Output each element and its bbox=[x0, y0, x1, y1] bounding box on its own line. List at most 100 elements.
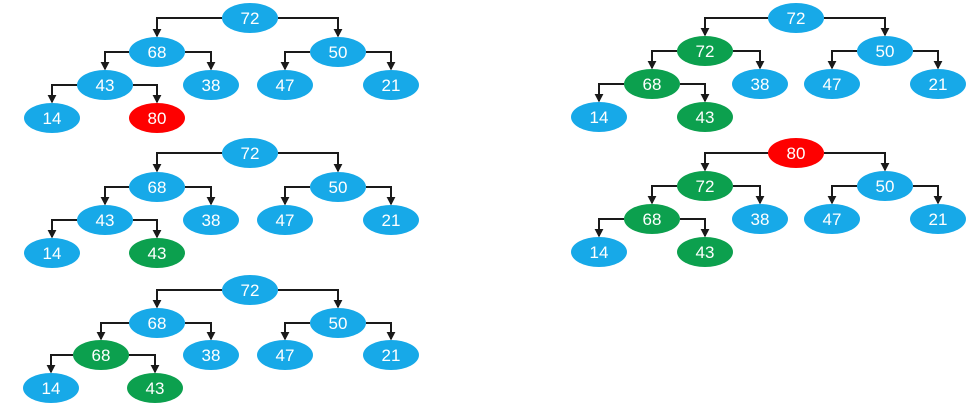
tree-node[interactable]: 72 bbox=[677, 36, 733, 66]
edge-arrowhead-icon bbox=[152, 230, 162, 239]
node-ellipse-blue bbox=[910, 204, 966, 234]
tree-edge bbox=[133, 219, 158, 237]
tree-node[interactable]: 72 bbox=[768, 3, 824, 33]
tree-node[interactable]: 68 bbox=[73, 340, 129, 370]
edge-arrowhead-icon bbox=[152, 300, 162, 309]
tree-node[interactable]: 50 bbox=[310, 172, 366, 202]
tree-node[interactable]: 43 bbox=[677, 102, 733, 132]
tree-node[interactable]: 68 bbox=[129, 172, 185, 202]
tree-node[interactable]: 72 bbox=[222, 3, 278, 33]
tree-node[interactable]: 21 bbox=[910, 69, 966, 99]
tree-node[interactable]: 68 bbox=[129, 308, 185, 338]
edge-arrowhead-icon bbox=[280, 332, 290, 341]
tree-edges-tree-4 bbox=[594, 17, 943, 103]
edge-arrowhead-icon bbox=[647, 61, 657, 70]
tree-edge bbox=[284, 322, 310, 339]
tree-node[interactable]: 21 bbox=[363, 340, 419, 370]
tree-edge bbox=[704, 17, 768, 35]
tree-node[interactable]: 14 bbox=[571, 237, 627, 267]
tree-edges-tree-2 bbox=[47, 152, 396, 239]
node-label: 38 bbox=[751, 210, 770, 229]
edge-arrowhead-icon bbox=[386, 197, 396, 206]
tree-node[interactable]: 68 bbox=[129, 37, 185, 67]
edge-arrowhead-icon bbox=[206, 62, 216, 71]
node-ellipse-blue bbox=[23, 373, 79, 403]
edge-arrowhead-icon bbox=[333, 164, 343, 173]
node-ellipse-green bbox=[677, 36, 733, 66]
tree-node[interactable]: 14 bbox=[23, 373, 79, 403]
tree-edge bbox=[104, 51, 129, 69]
edge-arrowhead-icon bbox=[880, 28, 890, 37]
tree-node[interactable]: 50 bbox=[310, 308, 366, 338]
tree-edge bbox=[680, 83, 706, 101]
node-label: 50 bbox=[329, 43, 348, 62]
node-ellipse-green bbox=[624, 204, 680, 234]
node-ellipse-blue bbox=[257, 205, 313, 235]
tree-node[interactable]: 21 bbox=[363, 70, 419, 100]
tree-edge bbox=[50, 354, 73, 372]
tree-node[interactable]: 21 bbox=[363, 205, 419, 235]
tree-node[interactable]: 43 bbox=[129, 238, 185, 268]
tree-node[interactable]: 47 bbox=[257, 70, 313, 100]
tree-node[interactable]: 72 bbox=[222, 275, 278, 305]
tree-node[interactable]: 47 bbox=[804, 204, 860, 234]
edge-arrowhead-icon bbox=[700, 163, 710, 172]
node-label: 14 bbox=[590, 108, 609, 127]
tree-node[interactable]: 38 bbox=[183, 70, 239, 100]
tree-node[interactable]: 47 bbox=[804, 69, 860, 99]
tree-node[interactable]: 80 bbox=[129, 103, 185, 133]
tree-node[interactable]: 47 bbox=[257, 205, 313, 235]
tree-node[interactable]: 43 bbox=[127, 373, 183, 403]
tree-edges-tree-1 bbox=[47, 17, 396, 104]
edge-arrowhead-icon bbox=[700, 94, 710, 103]
edge-arrowhead-icon bbox=[47, 95, 57, 104]
tree-node[interactable]: 14 bbox=[24, 238, 80, 268]
tree-node[interactable]: 80 bbox=[768, 138, 824, 168]
node-ellipse-blue bbox=[571, 102, 627, 132]
tree-node[interactable]: 43 bbox=[77, 205, 133, 235]
tree-edge bbox=[831, 185, 857, 203]
node-ellipse-blue bbox=[24, 103, 80, 133]
node-ellipse-blue bbox=[857, 36, 913, 66]
tree-node[interactable]: 47 bbox=[257, 340, 313, 370]
tree-node[interactable]: 38 bbox=[732, 204, 788, 234]
tree-node[interactable]: 72 bbox=[222, 138, 278, 168]
tree-node[interactable]: 38 bbox=[183, 340, 239, 370]
node-ellipse-green bbox=[677, 237, 733, 267]
node-ellipse-blue bbox=[857, 171, 913, 201]
node-ellipse-blue bbox=[222, 138, 278, 168]
edge-arrowhead-icon bbox=[594, 229, 604, 238]
node-label: 47 bbox=[276, 346, 295, 365]
tree-node[interactable]: 38 bbox=[732, 69, 788, 99]
tree-node[interactable]: 50 bbox=[857, 171, 913, 201]
tree-node[interactable]: 50 bbox=[310, 37, 366, 67]
tree-node[interactable]: 43 bbox=[77, 70, 133, 100]
node-label: 68 bbox=[92, 346, 111, 365]
node-label: 21 bbox=[382, 76, 401, 95]
edge-arrowhead-icon bbox=[386, 62, 396, 71]
tree-node[interactable]: 38 bbox=[183, 205, 239, 235]
node-label: 72 bbox=[696, 177, 715, 196]
tree-node[interactable]: 21 bbox=[910, 204, 966, 234]
node-ellipse-blue bbox=[183, 205, 239, 235]
tree-edge bbox=[831, 50, 857, 68]
node-ellipse-blue bbox=[732, 69, 788, 99]
node-label: 47 bbox=[823, 210, 842, 229]
edge-arrowhead-icon bbox=[827, 61, 837, 70]
tree-node[interactable]: 68 bbox=[624, 204, 680, 234]
tree-node[interactable]: 68 bbox=[624, 69, 680, 99]
tree-node[interactable]: 14 bbox=[571, 102, 627, 132]
node-label: 38 bbox=[751, 75, 770, 94]
tree-node[interactable]: 43 bbox=[677, 237, 733, 267]
node-ellipse-blue bbox=[129, 308, 185, 338]
node-ellipse-red bbox=[129, 103, 185, 133]
tree-node[interactable]: 72 bbox=[677, 171, 733, 201]
node-ellipse-green bbox=[73, 340, 129, 370]
edge-arrowhead-icon bbox=[700, 229, 710, 238]
tree-node[interactable]: 14 bbox=[24, 103, 80, 133]
edge-arrowhead-icon bbox=[96, 332, 106, 341]
tree-edge bbox=[104, 186, 129, 204]
edge-arrowhead-icon bbox=[206, 332, 216, 341]
tree-node[interactable]: 50 bbox=[857, 36, 913, 66]
